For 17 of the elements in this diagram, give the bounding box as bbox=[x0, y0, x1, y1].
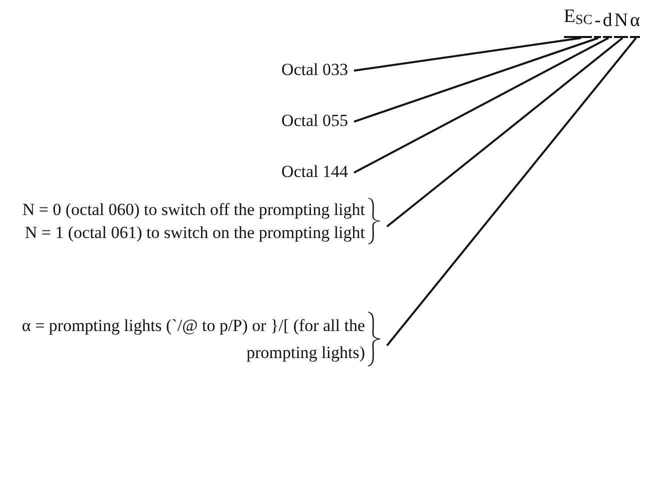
leader-line bbox=[354, 37, 609, 174]
leader-line bbox=[386, 37, 624, 228]
code-part: α bbox=[630, 10, 640, 38]
code-part: N bbox=[614, 10, 628, 38]
code-part: - bbox=[594, 10, 601, 38]
note-text: N = 0 (octal 060) to switch off the prompting light bbox=[21, 199, 365, 221]
leader-line bbox=[354, 37, 599, 123]
leader-line bbox=[386, 37, 637, 346]
bracketed-note bbox=[20, 198, 381, 244]
code-part: d bbox=[602, 10, 612, 38]
note-text: α = prompting lights (`/@ to p/P) or }/[ (for all the prompting lights) bbox=[20, 315, 365, 364]
leader-line bbox=[354, 37, 582, 72]
note-text: Octal 033 bbox=[280, 59, 348, 81]
code-part: E$_{SC}$ bbox=[564, 6, 592, 38]
note-text: Octal 055 bbox=[280, 110, 348, 132]
note-text: Octal 144 bbox=[280, 161, 348, 183]
note-text: N = 1 (octal 061) to switch on the prompting light bbox=[24, 222, 365, 244]
